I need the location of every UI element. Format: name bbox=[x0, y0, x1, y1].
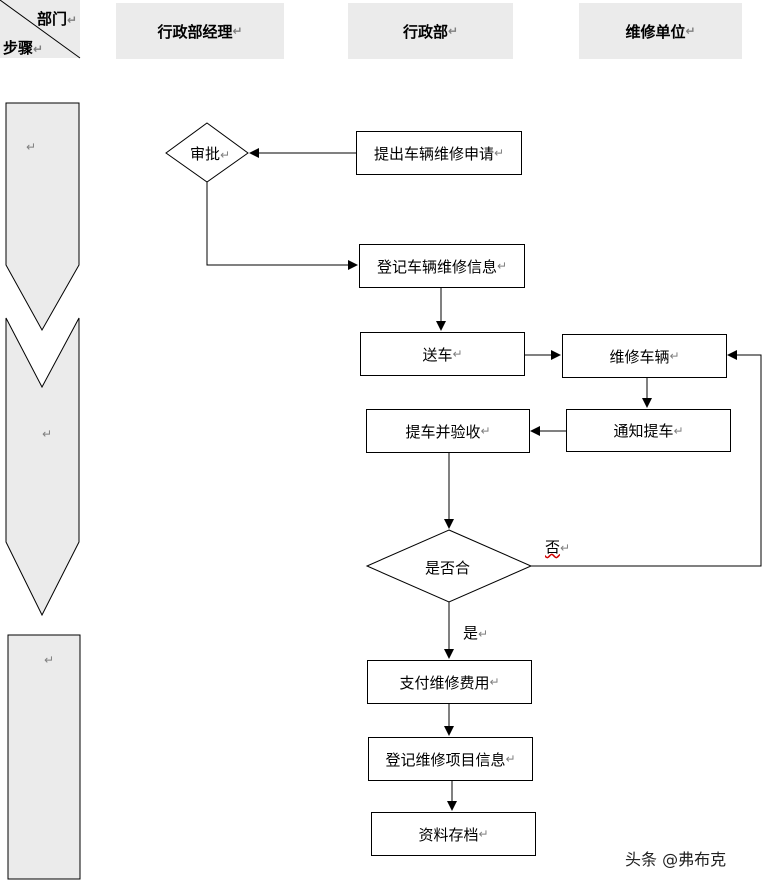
step-chevron-1 bbox=[5, 102, 80, 332]
node-submit-request: 提出车辆维修申请↵ bbox=[356, 131, 522, 175]
edge-label-no: 否↵ bbox=[545, 538, 571, 556]
edge-label-yes: 是↵ bbox=[463, 624, 489, 642]
step-chevrons bbox=[5, 102, 81, 880]
column-header-repair-unit: 维修单位↵ bbox=[579, 3, 742, 59]
column-header-admin-dept: 行政部↵ bbox=[348, 3, 513, 59]
step-3-mark: ↵ bbox=[44, 653, 55, 667]
node-archive: 资料存档↵ bbox=[371, 812, 536, 856]
watermark: 头条 @弗布克 bbox=[625, 850, 727, 869]
node-pay-repair-fee: 支付维修费用↵ bbox=[367, 660, 532, 704]
step-2-mark: ↵ bbox=[42, 427, 53, 441]
step-chevron-2 bbox=[5, 317, 80, 617]
node-register-vehicle-info: 登记车辆维修信息↵ bbox=[359, 244, 525, 288]
node-notify-pickup: 通知提车↵ bbox=[566, 409, 731, 452]
node-send-vehicle: 送车↵ bbox=[360, 332, 525, 376]
node-repair-vehicle: 维修车辆↵ bbox=[562, 334, 727, 378]
edge-approve-to-register bbox=[206, 182, 358, 270]
corner-steps-label: 步骤↵ bbox=[3, 39, 44, 57]
decision-qualified: 是否合 bbox=[425, 559, 471, 577]
edge-no-to-repair bbox=[531, 350, 762, 567]
node-pickup-inspect: 提车并验收↵ bbox=[366, 409, 530, 453]
corner-department-label: 部门↵ bbox=[37, 10, 78, 28]
step-1-mark: ↵ bbox=[26, 140, 37, 154]
column-header-admin-manager: 行政部经理↵ bbox=[116, 3, 284, 59]
step-block-3 bbox=[7, 634, 81, 880]
node-register-repair-items: 登记维修项目信息↵ bbox=[368, 737, 533, 781]
decision-approve: 审批↵ bbox=[190, 145, 231, 163]
header-corner-cell bbox=[0, 0, 81, 59]
